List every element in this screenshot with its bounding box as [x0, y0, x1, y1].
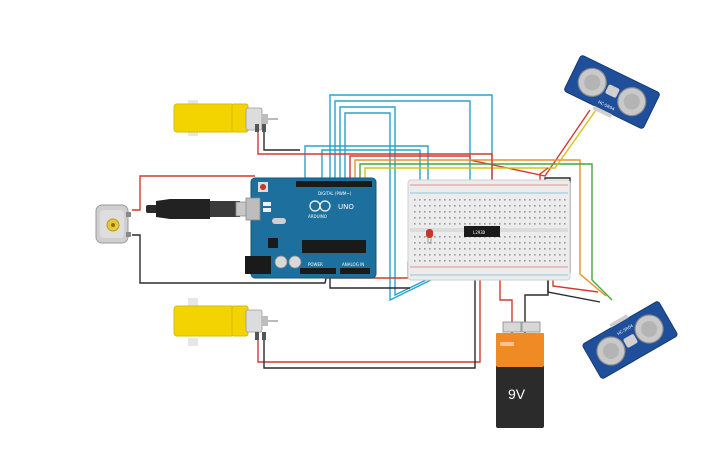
gear-motor-top: [173, 100, 278, 136]
wire-battery-red[interactable]: [499, 262, 513, 335]
wire-yellow-sensor[interactable]: [364, 109, 597, 182]
board-logo-text: UNO: [338, 203, 354, 211]
ultrasonic-sensor-top[interactable]: HC-SR04: [562, 55, 660, 133]
wire-motor-top-red[interactable]: [257, 128, 493, 182]
gear-motor-bottom: [173, 298, 278, 346]
board-digital-label: DIGITAL (PWM~): [318, 191, 352, 196]
usb-cable: [146, 199, 255, 219]
digital-header: [296, 181, 372, 187]
breadboard-holes: [414, 199, 566, 262]
dc-motor: [95, 204, 131, 244]
board-analog-label: ANALOG IN: [342, 262, 364, 267]
reset-button-icon[interactable]: [260, 184, 266, 190]
battery-label: 9V: [508, 386, 526, 402]
wire-orange-sensor[interactable]: [354, 159, 607, 297]
wire-rail-red-bottom[interactable]: [552, 280, 599, 293]
board-brand-text: ARDUINO: [308, 214, 327, 219]
power-header: [300, 268, 336, 274]
wire-blue-2[interactable]: [334, 100, 471, 182]
wire-red-sensor[interactable]: [349, 109, 591, 182]
arduino-uno-board[interactable]: UNO ARDUINO DIGITAL (PWM~) POWER ANALOG …: [245, 177, 377, 279]
led[interactable]: [426, 229, 433, 244]
motor-driver-chip[interactable]: L293D: [464, 226, 500, 237]
wire-blue-1[interactable]: [329, 94, 493, 182]
atmega-chip: [302, 240, 366, 253]
ultrasonic-sensor-bottom[interactable]: HC-SR04: [580, 297, 678, 379]
board-power-label: POWER: [308, 262, 323, 267]
battery-9v[interactable]: 9V: [496, 321, 544, 428]
wire-motor-bottom-black[interactable]: [263, 270, 476, 369]
wire-rail-black-bottom[interactable]: [547, 280, 601, 303]
wire-blue-6[interactable]: [321, 149, 421, 182]
wires: [132, 94, 613, 369]
wire-motor-top-black[interactable]: [263, 128, 300, 151]
wire-motor-bottom-red[interactable]: [257, 262, 481, 363]
wire-dcmotor-red[interactable]: [132, 175, 255, 211]
analog-header: [340, 268, 370, 274]
wire-green-sensor[interactable]: [359, 163, 613, 301]
chip-label: L293D: [473, 230, 486, 235]
wire-blue-4[interactable]: [344, 112, 483, 302]
